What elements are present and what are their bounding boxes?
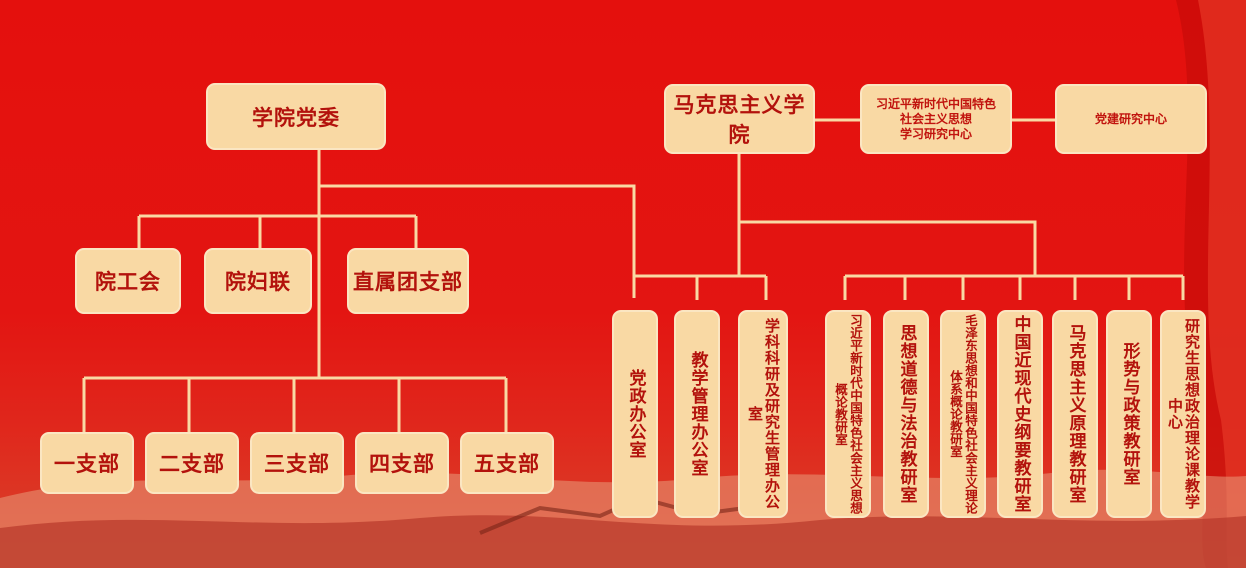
party-building-research-center-label: 党建研究中心 [1094, 111, 1167, 126]
party-building-research-center-box: 党建研究中心 [1055, 84, 1207, 154]
youth-league-branch-box: 直属团支部 [347, 248, 469, 314]
modern-history-teaching-room-label: 中国近现代史纲要教研室 [1010, 315, 1031, 513]
branch-5-label: 五支部 [474, 452, 540, 476]
womens-federation-label: 院妇联 [225, 270, 291, 294]
party-admin-office-box: 党政办公室 [612, 310, 658, 518]
marxism-principles-teaching-room-box: 马克思主义原理教研室 [1052, 310, 1098, 518]
party-admin-office-label: 党政办公室 [625, 369, 646, 459]
branch-4-label: 四支部 [369, 452, 435, 476]
teaching-management-office-box: 教学管理办公室 [674, 310, 720, 518]
xi-thought-teaching-room-box: 习近平新时代中国特色社会主义思想概论教研室 [825, 310, 871, 518]
trade-union-box: 院工会 [75, 248, 181, 314]
branch-1-box: 一支部 [40, 432, 134, 494]
graduate-politics-teaching-center-label: 研究生思想政治理论课教学中心 [1166, 318, 1201, 510]
teaching-management-office-label: 教学管理办公室 [687, 351, 708, 477]
branch-5-box: 五支部 [460, 432, 554, 494]
situation-policy-teaching-room-box: 形势与政策教研室 [1106, 310, 1152, 518]
morality-law-teaching-room-box: 思想道德与法治教研室 [883, 310, 929, 518]
college-party-committee-label: 学院党委 [252, 105, 340, 130]
womens-federation-box: 院妇联 [204, 248, 312, 314]
xi-thought-teaching-room-label: 习近平新时代中国特色社会主义思想概论教研室 [833, 314, 863, 514]
branch-2-label: 二支部 [159, 452, 225, 476]
marxism-principles-teaching-room-label: 马克思主义原理教研室 [1065, 324, 1086, 504]
great-wall-mountain-decoration [0, 469, 1246, 568]
xi-thought-research-center-box: 习近平新时代中国特色 社会主义思想 学习研究中心 [860, 84, 1012, 154]
graduate-politics-teaching-center-box: 研究生思想政治理论课教学中心 [1160, 310, 1206, 518]
youth-league-branch-label: 直属团支部 [353, 270, 463, 294]
marxism-college-label: 马克思主义学院 [673, 93, 806, 147]
situation-policy-teaching-room-label: 形势与政策教研室 [1119, 342, 1140, 486]
research-grad-management-office-label: 学科科研及研究生管理办公室 [746, 318, 781, 510]
branch-3-box: 三支部 [250, 432, 344, 494]
trade-union-label: 院工会 [95, 270, 161, 294]
college-party-committee-box: 学院党委 [206, 83, 386, 150]
branch-2-box: 二支部 [145, 432, 239, 494]
mao-thought-teaching-room-box: 毛泽东思想和中国特色社会主义理论体系概论教研室 [940, 310, 986, 518]
mao-thought-teaching-room-label: 毛泽东思想和中国特色社会主义理论体系概论教研室 [948, 314, 978, 514]
branch-1-label: 一支部 [54, 452, 120, 476]
modern-history-teaching-room-box: 中国近现代史纲要教研室 [997, 310, 1043, 518]
xi-thought-research-center-label: 习近平新时代中国特色 社会主义思想 学习研究中心 [875, 96, 996, 141]
research-grad-management-office-box: 学科科研及研究生管理办公室 [738, 310, 788, 518]
branch-3-label: 三支部 [264, 452, 330, 476]
branch-4-box: 四支部 [355, 432, 449, 494]
marxism-college-box: 马克思主义学院 [664, 84, 815, 154]
morality-law-teaching-room-label: 思想道德与法治教研室 [896, 324, 917, 504]
